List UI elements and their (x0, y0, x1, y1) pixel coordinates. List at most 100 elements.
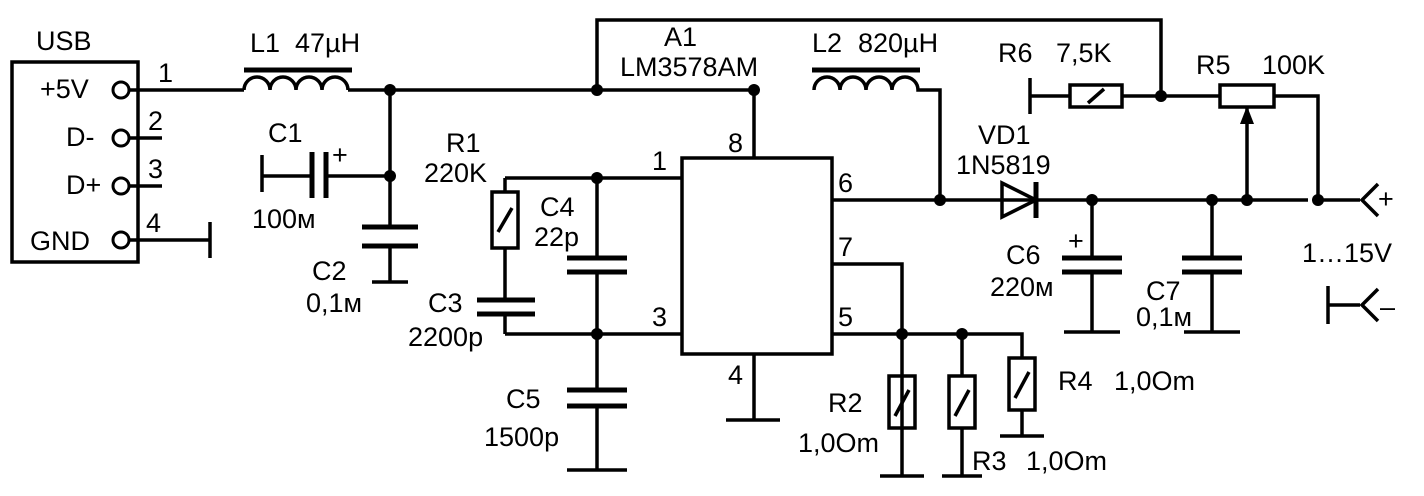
wire-c7 (1184, 200, 1240, 334)
wire-c4-c5 (567, 178, 627, 472)
potentiometer-r5-arrow (1240, 106, 1254, 124)
c7-plates (1182, 255, 1242, 275)
wire-pin5 (832, 332, 1024, 358)
r6-ref: R6 (998, 38, 1033, 68)
feedback-divider: R6 7,5K R5 100K (998, 38, 1325, 206)
junction-sense-1 (896, 328, 908, 340)
diode-vd1-body (1000, 180, 1040, 220)
a1-pin-5-label: 5 (838, 302, 853, 332)
diode-vd1: VD1 1N5819 (956, 120, 1051, 220)
c4-value: 22p (534, 222, 579, 252)
c3-value: 2200p (408, 322, 483, 352)
inductor-l2: L2 820µH (812, 28, 946, 206)
junction-switch-node (934, 194, 946, 206)
l2-ref: L2 (812, 28, 842, 58)
timing-network: R1 220K C3 2200p C4 22p C5 1500p (408, 128, 627, 472)
usb-pin-4-terminal (111, 230, 131, 250)
usb-pin-number-3: 3 (148, 154, 163, 184)
output-voltage-range: 1…15V (1302, 238, 1392, 268)
a1-ref: A1 (664, 22, 697, 52)
usb-pin-label-dplus: D+ (66, 170, 101, 200)
r5-ref: R5 (1196, 50, 1231, 80)
ic-a1-body (680, 156, 834, 356)
a1-pin-1-label: 1 (652, 146, 667, 176)
resistor-r2-body (887, 374, 917, 430)
usb-pin-3-terminal (111, 176, 131, 196)
output-capacitors: + C6 220м C7 0,1м (990, 194, 1242, 334)
c7-value: 0,1м (1136, 302, 1192, 332)
output-minus-label: – (1380, 292, 1395, 322)
potentiometer-r5-body (1218, 83, 1276, 109)
c6-polarity: + (1068, 226, 1084, 256)
r4-ref: R4 (1058, 366, 1093, 396)
usb-pin-2-terminal (111, 128, 131, 148)
input-section: L1 47µH + C1 100м C2 0,1м (129, 28, 754, 318)
current-sense-resistors: R2 1,0Om R3 1,0Om R4 1,0Om (798, 328, 1195, 478)
r1-value: 220K (424, 158, 487, 188)
wire-divider (1028, 78, 1320, 200)
resistor-r2-mark (893, 389, 911, 417)
resistor-r3-body (947, 374, 977, 430)
c6-plates (1062, 255, 1122, 275)
inductor-l2-coil (812, 75, 942, 200)
l1-ref: L1 (250, 28, 280, 58)
output-minus-terminal (1326, 286, 1380, 324)
c6-ref: C6 (1006, 240, 1041, 270)
resistor-r4-mark (1013, 371, 1031, 399)
c2-plates (362, 224, 418, 249)
r1-ref: R1 (446, 128, 481, 158)
output-plus-terminal (1318, 182, 1380, 218)
usb-pin-number-2: 2 (148, 106, 163, 136)
l2-value: 820µH (858, 28, 938, 58)
c1-ground-lead (260, 155, 312, 192)
usb-gnd-wire (129, 222, 212, 258)
c5-value: 1500p (484, 422, 559, 452)
c1-ref: C1 (268, 118, 303, 148)
output-plus-label: + (1378, 184, 1394, 214)
usb-connector-body (10, 60, 140, 264)
wire-c6 (1064, 200, 1120, 334)
resistor-r3-mark (953, 389, 971, 417)
l1-value: 47µH (295, 28, 360, 58)
junction-feedback (1155, 90, 1167, 102)
usb-pin-number-4: 4 (146, 208, 161, 238)
c5-ref: C5 (506, 384, 541, 414)
vd1-value: 1N5819 (956, 150, 1051, 180)
inductor-l1-coil (242, 75, 350, 91)
usb-data-pin-stubs (129, 136, 162, 188)
usb-pin-1-terminal (111, 80, 131, 100)
c6-value: 220м (990, 272, 1054, 302)
usb-pin-number-1: 1 (158, 58, 173, 88)
a1-pin-3-label: 3 (652, 302, 667, 332)
c7-ref: C7 (1146, 276, 1181, 306)
junction-r5-wiper (1241, 194, 1253, 206)
resistor-r4-body (1007, 356, 1037, 412)
usb-pin-label-vbus: +5V (40, 74, 89, 104)
usb-pin-label-gnd: GND (30, 226, 90, 256)
resistor-r1-body (490, 190, 520, 250)
c1-polarity: + (332, 140, 348, 170)
wire-pin4-gnd (726, 354, 780, 422)
wire-feedback-rail (595, 18, 1163, 95)
c2-value: 0,1м (306, 288, 362, 318)
a1-pin-7-label: 7 (838, 232, 853, 262)
r3-value: 1,0Om (1026, 446, 1107, 476)
c1-value: 100м (252, 204, 316, 234)
r5-value: 100K (1262, 50, 1325, 80)
c3-plates (477, 297, 535, 317)
wire-c2-branch (372, 90, 408, 284)
c3-ref: C3 (428, 288, 463, 318)
wire-r3 (942, 334, 982, 478)
junction-vin-rail (591, 84, 603, 96)
a1-pin-4-label: 4 (728, 360, 743, 390)
r2-ref: R2 (828, 388, 863, 418)
r3-ref: R3 (972, 446, 1007, 476)
vd1-ref: VD1 (978, 120, 1031, 150)
usb-pin-label-dminus: D- (66, 122, 95, 152)
usb-title: USB (36, 26, 92, 56)
usb-connector: USB +5V D- D+ GND 1 2 3 4 (10, 26, 212, 264)
resistor-r6-body (1068, 83, 1124, 109)
c5-plates (567, 387, 627, 409)
r6-value: 7,5K (1056, 38, 1112, 68)
